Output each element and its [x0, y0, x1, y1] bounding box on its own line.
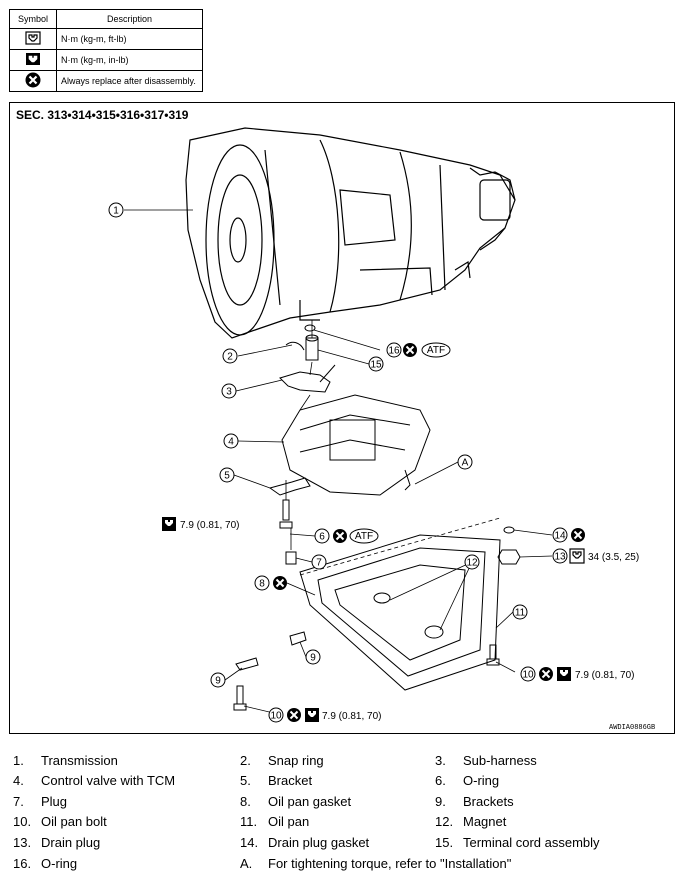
torque-ftlb-icon [25, 31, 41, 45]
replace-icon [286, 707, 302, 723]
callout-label: 15 [370, 360, 382, 371]
callout-label: 3 [226, 387, 232, 398]
torque-value-bottom: 7.9 (0.81, 70) [322, 711, 381, 722]
torque-callouts: 7.9 (0.81, 70) 34 (3.5, 25) 7.9 (0.81, 7… [162, 517, 639, 722]
replace-icon [25, 72, 41, 88]
callout-label: 8 [259, 579, 265, 590]
transmission-drawing [185, 127, 516, 339]
torque-value-drain: 34 (3.5, 25) [588, 552, 639, 563]
callout-label: 10 [522, 670, 534, 681]
callout-label: 4 [228, 437, 234, 448]
legend-text-replace: Always replace after disassembly. [56, 70, 203, 92]
diagram-frame [9, 102, 675, 734]
small-parts-drawing [233, 324, 521, 711]
replace-icon [538, 666, 554, 682]
callout-label: 9 [310, 653, 316, 664]
legend-row: N·m (kg-m, ft-lb) [9, 28, 203, 50]
torque-inlb-icon [557, 667, 571, 681]
torque-inlb-icon [26, 53, 40, 65]
callout-label: 16 [388, 346, 400, 357]
replace-icon [402, 342, 418, 358]
torque-inlb-icon [305, 708, 319, 722]
figure-code: AWDIA0886GB [609, 724, 656, 732]
callout-label: 14 [554, 531, 566, 542]
callout-label: 13 [554, 552, 566, 563]
callout-label: 12 [466, 558, 478, 569]
symbol-legend-table: Symbol Description N·m (kg-m, ft-lb) N·m… [9, 9, 203, 92]
callout-label: 6 [319, 532, 325, 543]
callout-label: 9 [215, 676, 221, 687]
torque-value-right: 7.9 (0.81, 70) [575, 670, 634, 681]
section-title: SEC. 313•314•315•316•317•319 [16, 108, 189, 122]
callout-label: 1 [113, 206, 119, 217]
callout-label: 11 [515, 608, 526, 619]
atf-label: ATF [427, 345, 445, 356]
atf-label: ATF [355, 531, 373, 542]
callout-label: 5 [224, 471, 230, 482]
callout-label: A [462, 458, 469, 469]
torque-inlb-icon [162, 517, 176, 531]
replace-icon [272, 575, 288, 591]
atf-marks: ATF ATF [349, 342, 451, 544]
callout-label: 2 [227, 352, 233, 363]
legend-header-row: Symbol Description [9, 9, 203, 29]
leader-lines [124, 209, 553, 716]
torque-ftlb-icon [569, 548, 585, 564]
callout-markers: 1 2 3 4 5 6 7 8 9 9 10 10 11 12 13 14 15… [108, 202, 568, 723]
torque-value-left: 7.9 (0.81, 70) [180, 520, 239, 531]
legend-row: N·m (kg-m, in-lb) [9, 49, 203, 71]
legend-row: Always replace after disassembly. [9, 70, 203, 92]
replace-icon [332, 528, 348, 544]
callout-label: 7 [316, 558, 322, 569]
replace-icon [570, 527, 586, 543]
callout-label: 10 [270, 711, 282, 722]
